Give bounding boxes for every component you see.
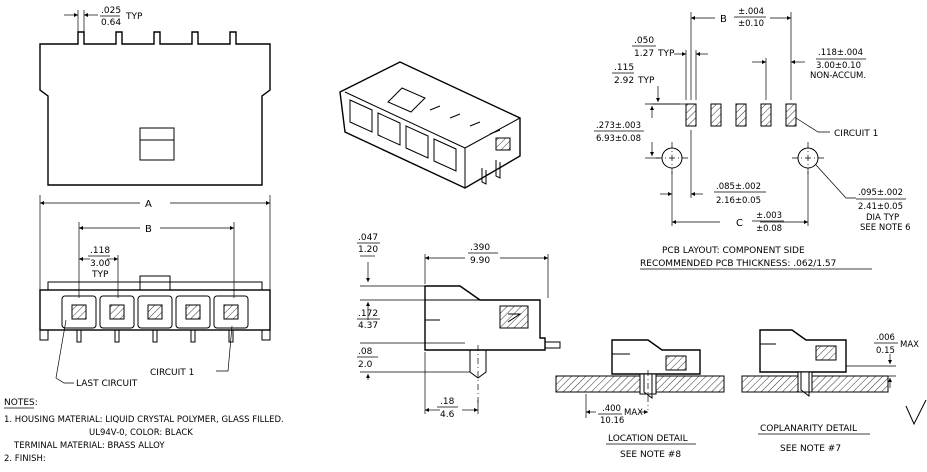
notes-heading: NOTES:: [4, 398, 38, 408]
front-pitch-in: .118: [90, 246, 110, 256]
side-047-in: .047: [358, 233, 378, 243]
side-08-in: .08: [358, 347, 373, 357]
loc-max: MAX: [624, 408, 643, 418]
pcb-095-mm: 2.41±0.05: [858, 202, 903, 212]
pcb-273-mm: 6.93±0.08: [596, 134, 641, 144]
isometric-view: [339, 61, 521, 189]
side-08-mm: 2.0: [358, 360, 373, 370]
pcb-c-tol-in: ±.003: [756, 211, 782, 221]
pcb-115-in: .115: [614, 63, 634, 73]
pcb-095-in: .095±.002: [858, 188, 903, 198]
side-390-mm: 9.90: [470, 256, 490, 266]
side-390-in: .390: [470, 243, 490, 253]
cop-max: MAX: [900, 340, 919, 350]
pcb-c-tol-mm: ±0.08: [756, 224, 782, 234]
front-circuit-1: CIRCUIT 1: [150, 368, 194, 378]
cop-006-in: .006: [876, 333, 895, 343]
pcb-non-accum: NON-ACCUM.: [810, 71, 866, 81]
notes-line-2: UL94V-0, COLOR: BLACK: [89, 428, 193, 438]
pcb-dim-b: B: [720, 14, 727, 25]
notes-line-3: TERMINAL MATERIAL: BRASS ALLOY: [13, 441, 165, 451]
side-18-mm: 4.6: [440, 410, 455, 420]
pcb-pads: [685, 103, 797, 127]
top-pitch-in: .025: [101, 6, 121, 16]
front-typ: TYP: [91, 270, 109, 280]
notes-line-1: 1. HOUSING MATERIAL: LIQUID CRYSTAL POLY…: [4, 415, 284, 425]
pcb-circuit-1: CIRCUIT 1: [834, 129, 878, 139]
pcb-050-in: .050: [634, 36, 654, 46]
top-typ: TYP: [125, 12, 143, 22]
cop-note: SEE NOTE #7: [780, 444, 841, 454]
pcb-layout: B ±.004 ±0.10 .050 1.27 TYP .115 2.92 TY…: [594, 7, 911, 270]
loc-400-mm: 10.16: [600, 416, 624, 426]
notes-line-4: 2. FINISH:: [4, 454, 46, 464]
cop-title: COPLANARITY DETAIL: [760, 424, 857, 434]
pcb-085-mm: 2.16±0.05: [716, 196, 761, 206]
pcb-115-typ: TYP: [637, 76, 655, 86]
loc-note: SEE NOTE #8: [620, 450, 681, 460]
pcb-085-in: .085±.002: [716, 182, 761, 192]
pcb-dim-c: C: [736, 218, 743, 229]
coplanarity-detail: .006 0.15 MAX COPLANARITY DETAIL SEE NOT…: [741, 329, 927, 454]
pcb-050-mm: 1.27: [634, 49, 654, 59]
dim-b-label: B: [145, 224, 152, 235]
pcb-118-in: .118±.004: [818, 48, 863, 58]
loc-title: LOCATION DETAIL: [608, 434, 688, 444]
pcb-b-tol-mm: ±0.10: [738, 19, 764, 29]
location-detail: .400 10.16 MAX LOCATION DETAIL SEE NOTE …: [555, 339, 725, 460]
front-pitch-mm: 3.00: [90, 259, 110, 269]
pcb-caption-1: PCB LAYOUT: COMPONENT SIDE: [662, 246, 805, 256]
pcb-see-note-6: SEE NOTE 6: [860, 223, 911, 233]
top-pitch-mm: 0.64: [101, 18, 121, 28]
pcb-b-tol-in: ±.004: [738, 7, 764, 17]
side-view: .047 1.20 .390 9.90 .172 4.37 .08 2.0 .1…: [357, 233, 561, 420]
top-view: .025 0.64 TYP: [39, 6, 271, 186]
terminal-glyphs: [71, 304, 239, 320]
pcb-dia-typ: DIA TYP: [866, 213, 899, 223]
pcb-050-typ: TYP: [657, 49, 675, 59]
notes-block: NOTES: 1. HOUSING MATERIAL: LIQUID CRYST…: [4, 398, 284, 464]
loc-400-in: .400: [602, 404, 621, 414]
front-last-circuit: LAST CIRCUIT: [76, 379, 138, 389]
side-172-in: .172: [358, 309, 378, 319]
cop-006-mm: 0.15: [876, 346, 895, 356]
side-047-mm: 1.20: [358, 245, 378, 255]
dim-a-label: A: [145, 199, 152, 210]
side-18-in: .18: [440, 397, 455, 407]
pcb-118-mm: 3.00±0.10: [816, 61, 861, 71]
front-view: A B .118 3.00 TYP: [39, 195, 271, 389]
pcb-caption-2: RECOMMENDED PCB THICKNESS: .062/1.57: [640, 259, 836, 269]
coplanarity-pcb: [741, 375, 889, 393]
pcb-115-mm: 2.92: [614, 76, 634, 86]
pcb-273-in: .273±.003: [596, 121, 641, 131]
side-172-mm: 4.37: [358, 321, 378, 331]
